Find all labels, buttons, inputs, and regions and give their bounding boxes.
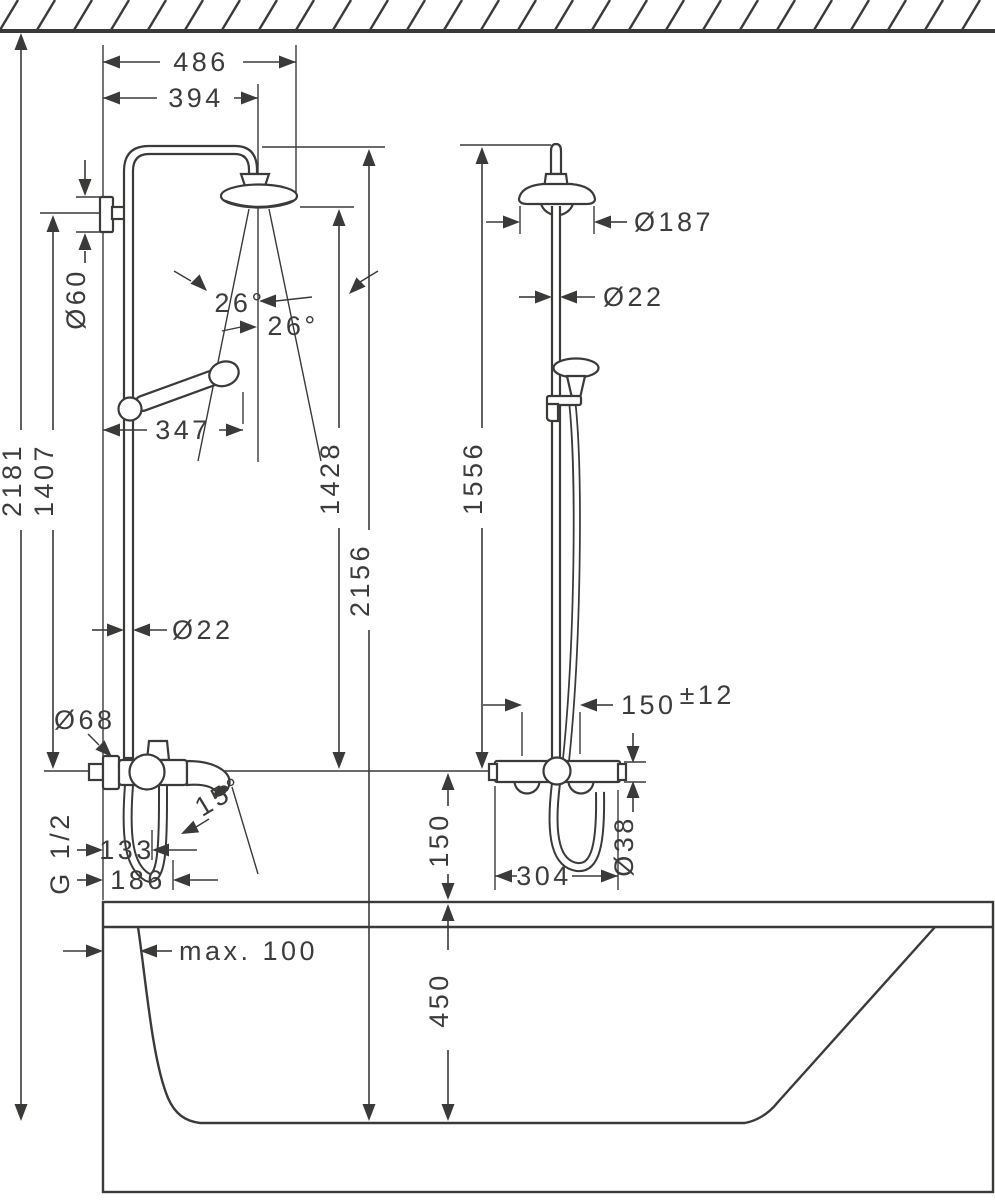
hand-shower-side xyxy=(552,357,600,379)
dim-bracket-height: 1407 xyxy=(29,215,60,769)
dim-label: Ø22 xyxy=(603,282,665,312)
dim-connection-offset: 150±12 xyxy=(483,680,735,720)
thermostat-cap-left xyxy=(487,762,499,782)
dim-valve-above-rim: 150 xyxy=(424,773,455,900)
tub-inner-right-wall xyxy=(744,926,936,1125)
tub-spout xyxy=(185,759,231,796)
tub-outline xyxy=(101,900,995,1194)
ceiling-hatch xyxy=(0,0,995,33)
overhead-shower-lip xyxy=(223,199,295,208)
dim-label: 150 xyxy=(424,812,454,868)
tub-inner-left-wall xyxy=(136,926,201,1125)
hand-shower-front xyxy=(134,360,240,412)
valve-handle xyxy=(128,753,166,791)
dim-label: 133 xyxy=(99,835,155,865)
spray-cone-lines xyxy=(197,208,322,462)
dim-escutcheon-dia: Ø68 xyxy=(54,705,116,757)
dim-max-rim-width: max. 100 xyxy=(63,936,318,966)
dim-tub-height: 450 xyxy=(424,904,455,1121)
dim-label: Ø38 xyxy=(609,815,639,877)
dim-handshower-length: 347 xyxy=(103,415,243,445)
dim-head-underside-height: 1428 xyxy=(315,209,346,769)
dim-arm-reach-center: 394 xyxy=(103,83,258,113)
overhead-shower-side xyxy=(517,182,597,206)
dim-spout-reach-inner: 133 xyxy=(77,835,197,865)
dim-pipe-top-height-side: 1556 xyxy=(458,147,489,769)
dim-label: 1407 xyxy=(29,443,59,517)
dim-label: 394 xyxy=(168,83,224,113)
dim-spray-angles: 26° 26° xyxy=(173,270,379,341)
thermostat-cap-right xyxy=(616,762,628,782)
dim-label: 304 xyxy=(516,861,572,891)
dim-label: 1428 xyxy=(315,441,345,515)
hand-shower-holder xyxy=(545,394,583,407)
dim-label: Ø60 xyxy=(61,268,91,330)
thermostat-center-union xyxy=(542,756,572,786)
valve-escutcheon xyxy=(101,754,121,791)
dim-label: 2181 xyxy=(0,443,27,517)
dim-pipe-dia-front: Ø22 xyxy=(92,615,234,645)
dim-label: 2156 xyxy=(345,543,375,617)
bathtub xyxy=(101,900,995,1194)
dim-spout-reach-outer: 186 xyxy=(77,865,218,895)
side-view-shower xyxy=(487,142,628,873)
dim-wall-disc-dia: Ø60 xyxy=(61,160,92,330)
dim-valve-body-dia: Ø38 xyxy=(609,733,640,877)
dim-label: 347 xyxy=(155,415,211,445)
dim-arm-reach-outer: 486 xyxy=(103,47,296,77)
overhead-shower-front xyxy=(219,183,299,209)
holder-hook xyxy=(545,402,560,423)
dim-label: 1556 xyxy=(458,441,488,515)
dim-label: 486 xyxy=(173,47,229,77)
hand-shower-pivot xyxy=(117,396,143,422)
head-knob-stem xyxy=(549,142,563,176)
dim-label: G 1/2 xyxy=(45,811,75,895)
dim-pipe-top-height-front: 2156 xyxy=(345,149,376,1121)
front-view-shower xyxy=(87,144,299,883)
dim-label: Ø22 xyxy=(172,615,234,645)
dim-pipe-dia-side: Ø22 xyxy=(519,282,665,312)
dim-label: 26° xyxy=(267,311,318,341)
dim-label: Ø187 xyxy=(634,207,714,237)
dim-overall-height: 2181 xyxy=(0,33,28,1121)
dim-label: 186 xyxy=(110,865,166,895)
valve-thread-stub xyxy=(87,762,105,782)
dim-label: max. 100 xyxy=(179,936,318,966)
dim-label: 450 xyxy=(424,972,454,1028)
dim-label: 150±12 xyxy=(621,680,735,720)
dim-head-dia: Ø187 xyxy=(486,207,714,237)
riser-pipe-and-arm xyxy=(122,144,259,760)
pipe-side-fill xyxy=(553,206,559,762)
dim-valve-width: 304 xyxy=(495,861,618,891)
spout-aerator xyxy=(214,785,228,797)
dim-label: Ø68 xyxy=(54,705,116,735)
dim-label: 26° xyxy=(214,288,265,318)
dim-thread-size: G 1/2 xyxy=(45,811,75,895)
hand-shower-cone xyxy=(565,374,587,400)
